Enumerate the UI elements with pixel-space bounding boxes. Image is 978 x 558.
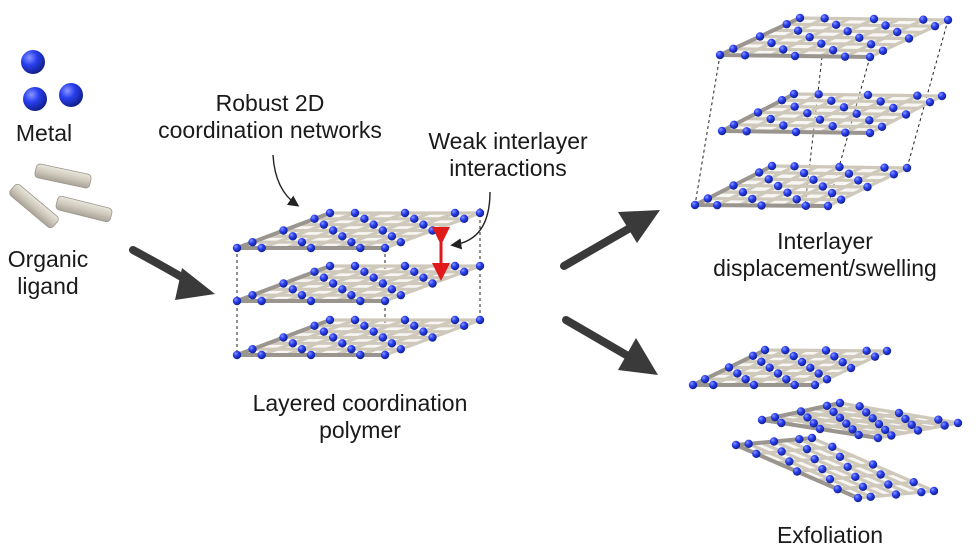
annotation-pointers [272, 154, 491, 250]
exfoliated-sheet [757, 398, 963, 443]
stack-layer-sheet [232, 261, 485, 306]
metal-label: Metal [15, 120, 73, 146]
robust-2d-networks-label: Robust 2D coordination networks [158, 90, 382, 144]
metal-ions-icon [21, 50, 83, 111]
swelled-layer-sheet [715, 13, 953, 62]
stack-layer-sheet [232, 315, 485, 360]
exfoliated-sheet [731, 433, 939, 503]
exfoliation-label: Exfoliation [776, 522, 884, 548]
swelled-layer-sheet [717, 89, 947, 138]
exfoliated-sheet [688, 345, 892, 390]
layered-polymer-label: Layered coordination polymer [252, 390, 468, 444]
organic-ligand-label: Organic ligand [7, 246, 89, 300]
weak-interlayer-label: Weak interlayer interactions [428, 128, 588, 182]
swelled-layer-sheet [690, 161, 912, 211]
stack-layer-sheet [232, 208, 485, 253]
curved-arrow-icon [562, 316, 658, 375]
interlayer-displacement-label: Interlayer displacement/swelling [713, 228, 937, 282]
coordination-network-sheets [232, 13, 963, 503]
curved-arrow-icon [560, 210, 660, 270]
curved-arrow-icon [129, 246, 215, 300]
organic-ligand-icon [9, 163, 113, 229]
process-arrows [129, 210, 660, 375]
